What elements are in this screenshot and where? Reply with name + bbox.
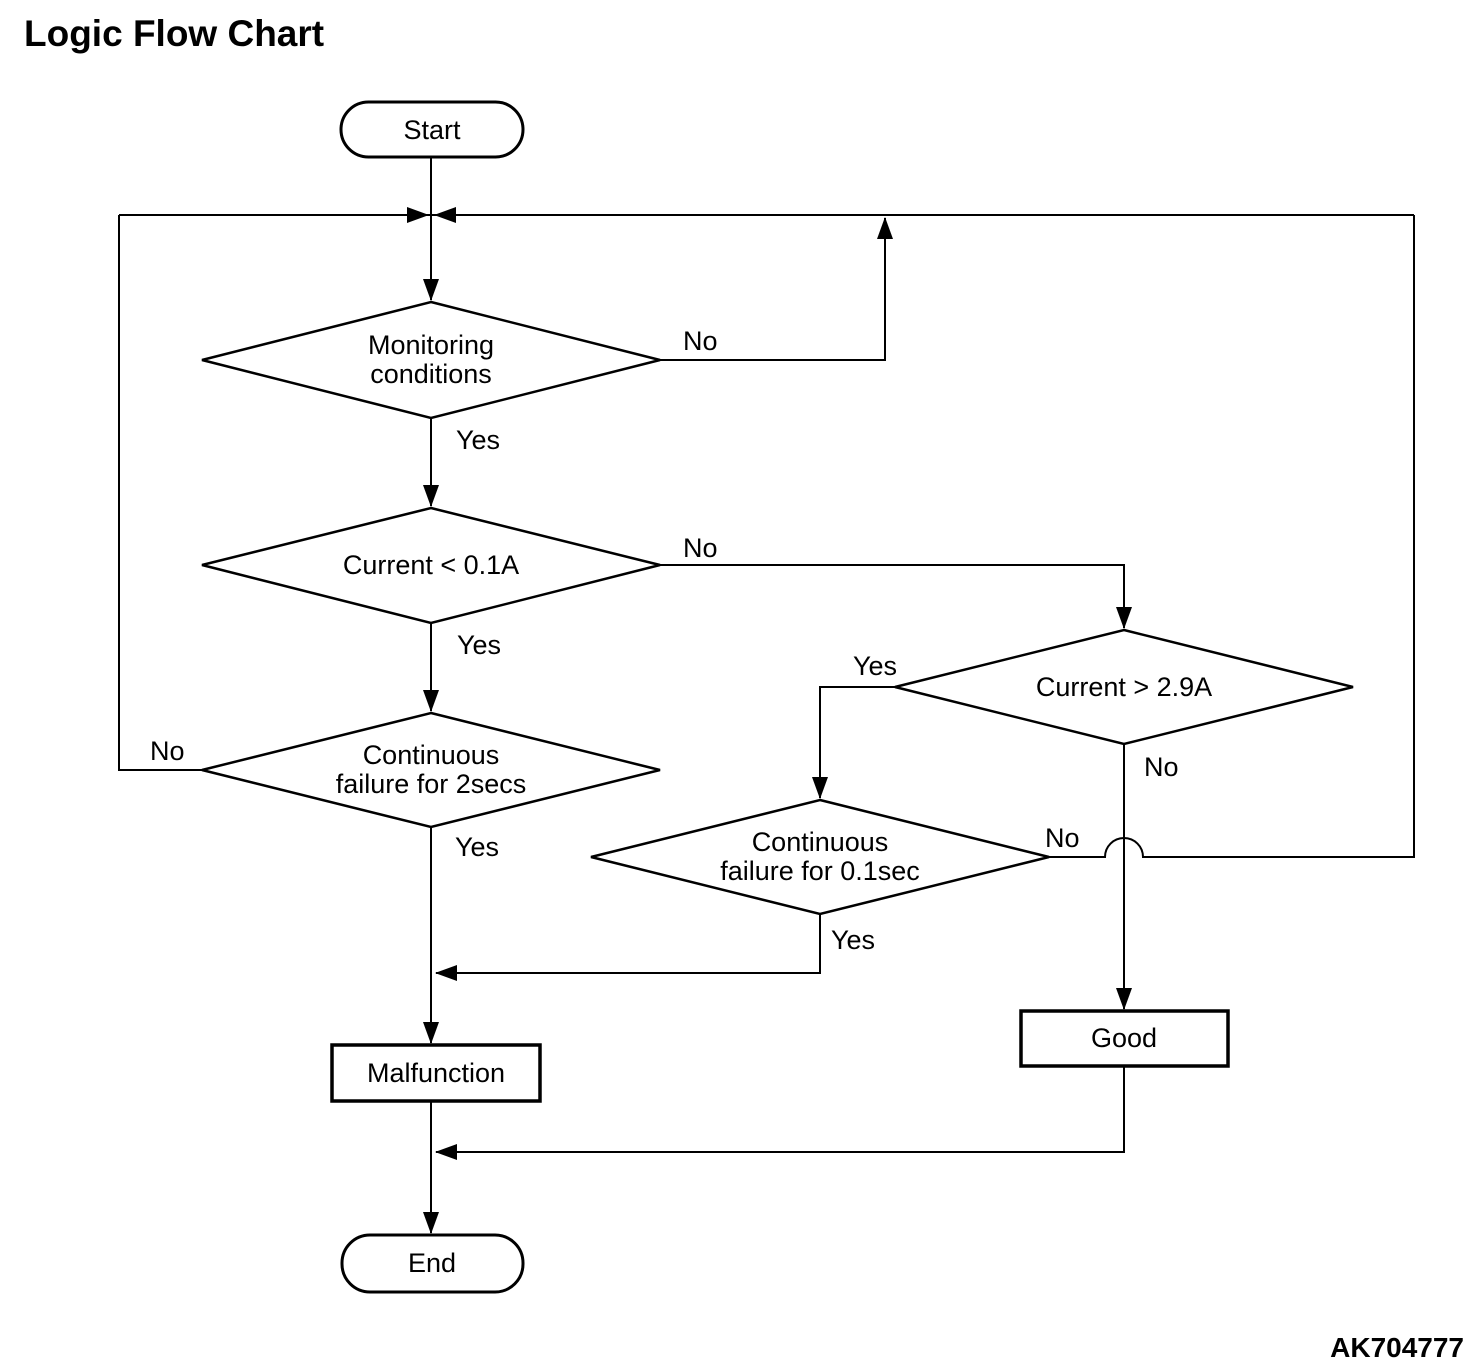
- continuous-01s-yes-label: Yes: [831, 925, 875, 955]
- current-below-yes-label: Yes: [457, 630, 501, 660]
- edge-continuous-2s-no: [118, 215, 202, 771]
- monitoring-label-line2: conditions: [370, 359, 492, 389]
- current-below-decision: [201, 506, 661, 625]
- continuous-01s-decision: [590, 798, 1050, 916]
- end-node: [340, 1233, 525, 1294]
- continuous-2s-label-line2: failure for 2secs: [336, 769, 527, 799]
- edge-current-below-no: [660, 564, 1132, 629]
- good-node: [1019, 1009, 1230, 1068]
- figure-code: AK704777: [1330, 1332, 1464, 1363]
- start-node: [339, 100, 525, 159]
- malfunction-label: Malfunction: [367, 1058, 505, 1088]
- edge-good-to-end: [435, 1066, 1125, 1160]
- monitoring-label-line1: Monitoring: [368, 330, 494, 360]
- monitoring-no-label: No: [683, 326, 718, 356]
- continuous-01s-no-label: No: [1045, 823, 1080, 853]
- continuous-2s-yes-label: Yes: [455, 832, 499, 862]
- merge-arrowhead-right: [434, 207, 456, 223]
- continuous-01s-label-line2: failure for 0.1sec: [720, 856, 920, 886]
- end-label: End: [408, 1248, 456, 1278]
- merge-arrowhead-left: [407, 207, 429, 223]
- continuous-2s-decision: [201, 711, 661, 829]
- current-below-no-label: No: [683, 533, 718, 563]
- monitoring-yes-label: Yes: [456, 425, 500, 455]
- edge-current-above-yes: [812, 686, 895, 799]
- edge-continuous-01s-yes: [435, 914, 821, 981]
- current-below-label: Current < 0.1A: [343, 550, 519, 580]
- current-above-no-label: No: [1144, 752, 1179, 782]
- edge-monitoring-no: [660, 217, 893, 361]
- continuous-2s-no-label: No: [150, 736, 185, 766]
- continuous-01s-label-line1: Continuous: [752, 827, 889, 857]
- current-above-decision: [894, 628, 1354, 746]
- malfunction-node: [330, 1043, 542, 1103]
- edge-continuous-01s-no: [1049, 215, 1415, 858]
- current-above-yes-label: Yes: [853, 651, 897, 681]
- page-title: Logic Flow Chart: [24, 13, 324, 54]
- good-label: Good: [1091, 1023, 1157, 1053]
- continuous-2s-label-line1: Continuous: [363, 740, 500, 770]
- monitoring-decision: [201, 300, 661, 420]
- current-above-label: Current > 2.9A: [1036, 672, 1212, 702]
- start-label: Start: [403, 115, 461, 145]
